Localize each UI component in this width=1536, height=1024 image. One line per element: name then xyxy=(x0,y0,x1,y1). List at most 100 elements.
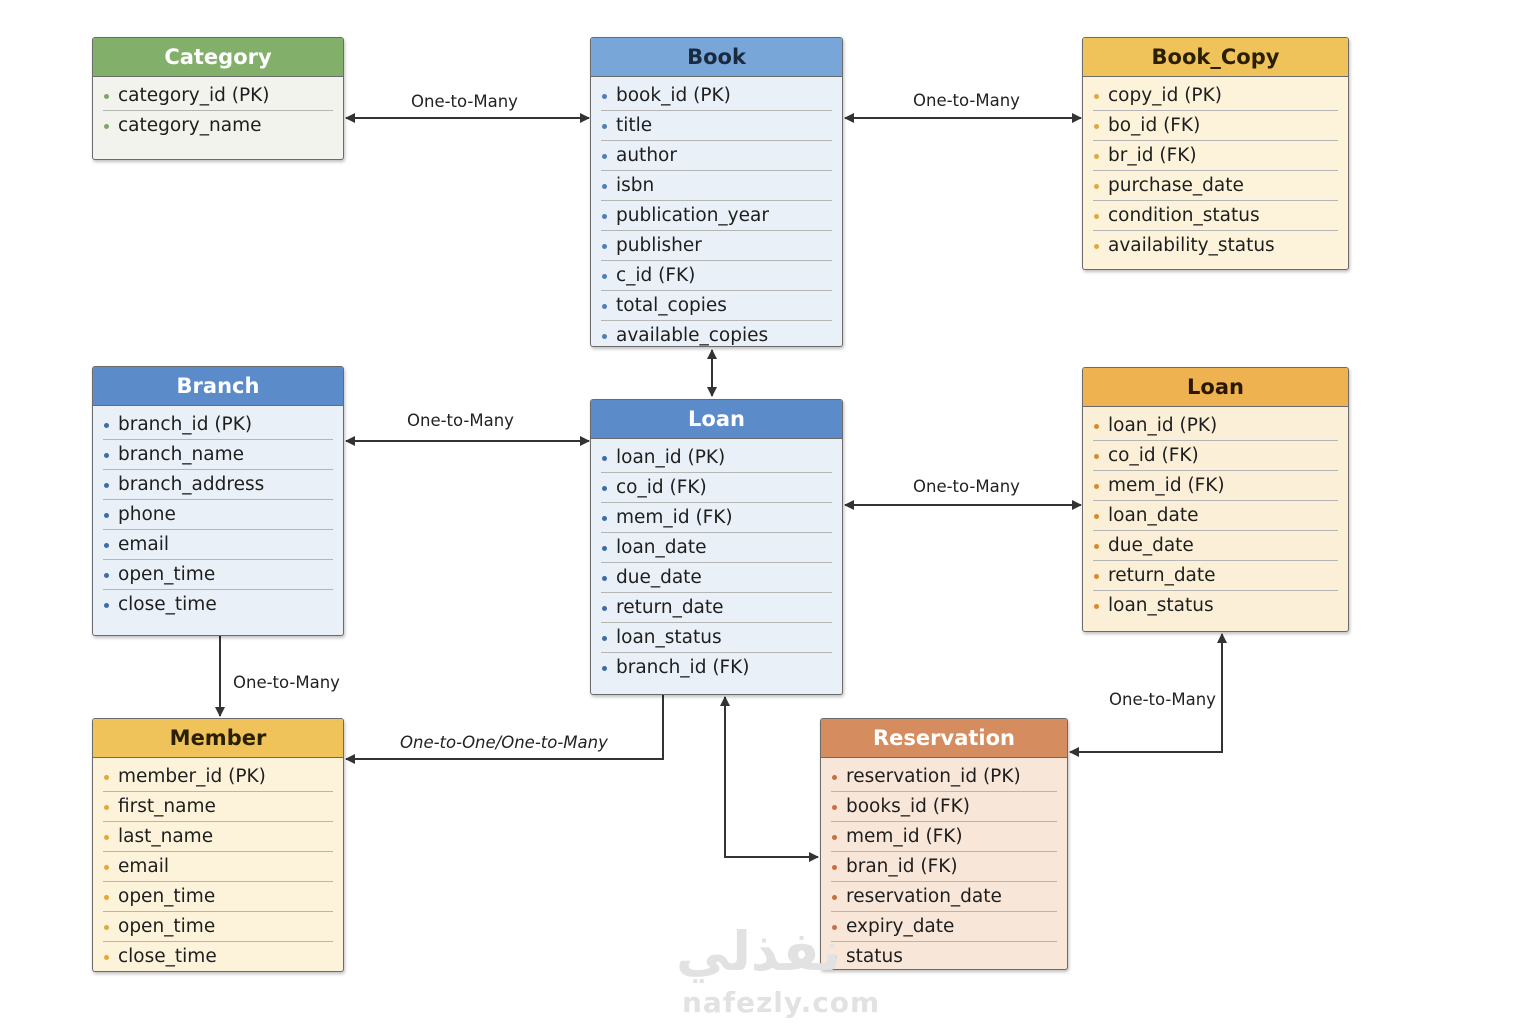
attribute-row: publisher xyxy=(601,231,832,261)
entity-title: Category xyxy=(93,38,343,77)
bullet-icon xyxy=(602,576,607,581)
attribute-label: br_id (FK) xyxy=(1108,145,1197,166)
bullet-icon xyxy=(104,895,109,900)
bullet-icon xyxy=(104,835,109,840)
attribute-label: branch_id (PK) xyxy=(118,414,253,435)
attribute-label: bo_id (FK) xyxy=(1108,115,1201,136)
attribute-label: loan_status xyxy=(616,627,722,648)
bullet-icon xyxy=(602,184,607,189)
bullet-icon xyxy=(104,805,109,810)
attribute-row: loan_date xyxy=(601,533,832,563)
attribute-label: loan_date xyxy=(1108,505,1199,526)
bullet-icon xyxy=(602,516,607,521)
attribute-row: books_id (FK) xyxy=(831,792,1057,822)
attribute-label: book_id (PK) xyxy=(616,85,731,106)
bullet-icon xyxy=(832,835,837,840)
attribute-row: book_id (PK) xyxy=(601,81,832,111)
attribute-row: condition_status xyxy=(1093,201,1338,231)
attribute-label: c_id (FK) xyxy=(616,265,696,286)
attribute-label: loan_id (PK) xyxy=(1108,415,1218,436)
attribute-label: mem_id (FK) xyxy=(846,826,963,847)
attribute-label: publisher xyxy=(616,235,702,256)
attribute-row: mem_id (FK) xyxy=(1093,471,1338,501)
bullet-icon xyxy=(832,805,837,810)
bullet-icon xyxy=(602,154,607,159)
bullet-icon xyxy=(104,865,109,870)
bullet-icon xyxy=(602,456,607,461)
attribute-row: title xyxy=(601,111,832,141)
attribute-row: return_date xyxy=(601,593,832,623)
attribute-row: available_copies xyxy=(601,321,832,346)
entity-loan-right: Loan loan_id (PK)co_id (FK)mem_id (FK)lo… xyxy=(1082,367,1349,632)
bullet-icon xyxy=(1094,454,1099,459)
bullet-icon xyxy=(602,606,607,611)
attribute-label: isbn xyxy=(616,175,655,196)
entity-loan-center: Loan loan_id (PK)co_id (FK)mem_id (FK)lo… xyxy=(590,399,843,695)
attribute-row: status xyxy=(831,942,1057,969)
watermark-latin: nafezly.com xyxy=(682,986,881,1019)
bullet-icon xyxy=(104,124,109,129)
attribute-label: status xyxy=(846,946,903,967)
bullet-icon xyxy=(104,603,109,608)
attribute-row: member_id (PK) xyxy=(103,762,333,792)
label-loan-loan: One-to-Many xyxy=(913,477,1020,496)
attribute-label: total_copies xyxy=(616,295,727,316)
attribute-label: author xyxy=(616,145,677,166)
attribute-row: open_time xyxy=(103,912,333,942)
bullet-icon xyxy=(104,543,109,548)
attribute-row: last_name xyxy=(103,822,333,852)
bullet-icon xyxy=(602,304,607,309)
bullet-icon xyxy=(602,214,607,219)
attribute-label: condition_status xyxy=(1108,205,1260,226)
attribute-row: author xyxy=(601,141,832,171)
attribute-row: co_id (FK) xyxy=(601,473,832,503)
bullet-icon xyxy=(832,955,837,960)
attribute-label: purchase_date xyxy=(1108,175,1244,196)
bullet-icon xyxy=(1094,124,1099,129)
entity-category: Category category_id (PK) category_name xyxy=(92,37,344,160)
label-category-book: One-to-Many xyxy=(411,92,518,111)
attribute-label: mem_id (FK) xyxy=(616,507,733,528)
attribute-row: br_id (FK) xyxy=(1093,141,1338,171)
bullet-icon xyxy=(832,865,837,870)
attribute-row: category_id (PK) xyxy=(103,81,333,111)
attribute-label: category_name xyxy=(118,115,262,136)
bullet-icon xyxy=(1094,184,1099,189)
attribute-row: total_copies xyxy=(601,291,832,321)
attribute-row: copy_id (PK) xyxy=(1093,81,1338,111)
bullet-icon xyxy=(104,955,109,960)
attribute-row: email xyxy=(103,852,333,882)
label-loan-reservation: One-to-Many xyxy=(1109,690,1216,709)
attribute-label: close_time xyxy=(118,946,217,967)
attribute-row: return_date xyxy=(1093,561,1338,591)
attribute-row: close_time xyxy=(103,590,333,619)
bullet-icon xyxy=(602,334,607,339)
attribute-label: reservation_id (PK) xyxy=(846,766,1021,787)
attribute-row: availability_status xyxy=(1093,231,1338,260)
entity-title: Loan xyxy=(591,400,842,439)
attribute-label: branch_address xyxy=(118,474,265,495)
attribute-label: books_id (FK) xyxy=(846,796,970,817)
entity-title: Book xyxy=(591,38,842,77)
entity-title: Reservation xyxy=(821,719,1067,758)
attribute-label: email xyxy=(118,534,170,555)
attribute-label: open_time xyxy=(118,564,216,585)
bullet-icon xyxy=(1094,484,1099,489)
bullet-icon xyxy=(1094,94,1099,99)
attribute-label: email xyxy=(118,856,170,877)
bullet-icon xyxy=(832,895,837,900)
attribute-label: publication_year xyxy=(616,205,769,226)
attribute-row: c_id (FK) xyxy=(601,261,832,291)
attribute-row: reservation_date xyxy=(831,882,1057,912)
bullet-icon xyxy=(1094,514,1099,519)
attribute-label: due_date xyxy=(616,567,702,588)
attribute-row: bo_id (FK) xyxy=(1093,111,1338,141)
attribute-label: co_id (FK) xyxy=(1108,445,1199,466)
attribute-label: close_time xyxy=(118,594,217,615)
attribute-label: branch_id (FK) xyxy=(616,657,750,678)
watermark-arabic: نفذلي xyxy=(676,920,842,983)
attribute-label: category_id (PK) xyxy=(118,85,270,106)
label-branch-member: One-to-Many xyxy=(233,673,340,692)
